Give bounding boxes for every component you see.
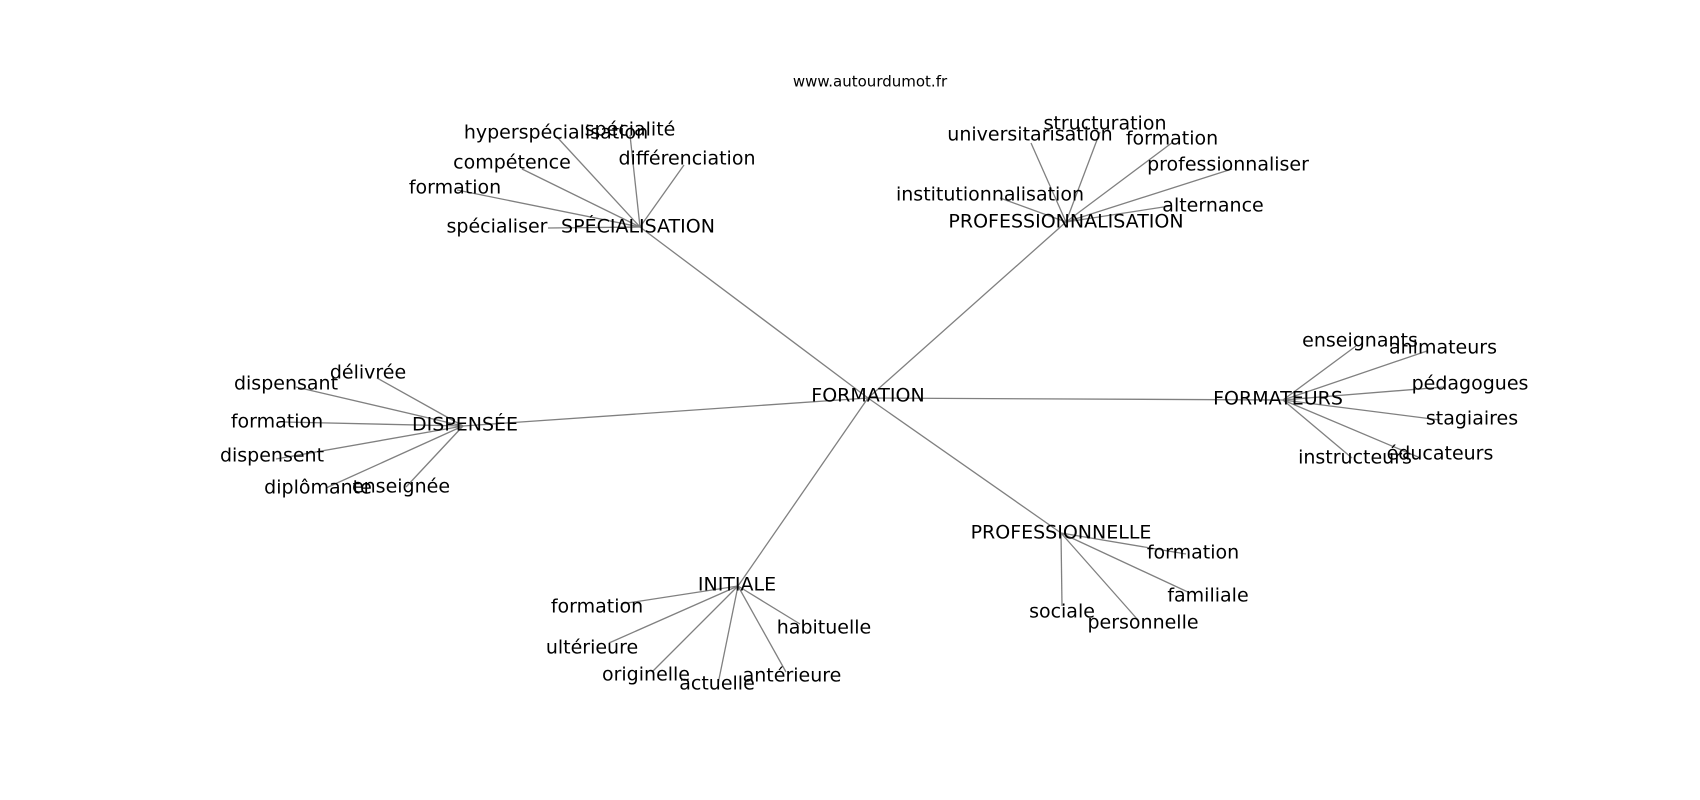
leaf-node-formateurs: stagiaires [1426, 408, 1518, 430]
edge-professionnelle-leaf [1060, 532, 1139, 621]
leaf-node-dispensee: délivrée [330, 362, 406, 384]
leaf-node-initiale: originelle [602, 664, 690, 686]
edge-formateurs-leaf [1282, 345, 1357, 401]
edge-specialisation-leaf [456, 189, 641, 228]
edge-formateurs-leaf [1282, 386, 1445, 401]
edge-professionnalisation-leaf [1030, 142, 1067, 223]
leaf-node-formateurs: instructeurs [1298, 447, 1412, 469]
hub-node-professionnelle: PROFESSIONNELLE [971, 522, 1152, 544]
edge-dispensee-leaf [275, 425, 464, 460]
edge-formateurs-leaf [1282, 399, 1353, 459]
site-credit: www.autourdumot.fr [793, 73, 948, 91]
edge-formation-to-professionnalisation [867, 221, 1067, 399]
leaf-node-specialisation: formation [409, 177, 501, 199]
edge-formation-to-formateurs [867, 397, 1284, 401]
hub-node-formateurs: FORMATEURS [1213, 388, 1343, 410]
edge-specialisation-leaf [639, 164, 685, 228]
leaf-node-dispensee: formation [231, 411, 323, 433]
edge-initiale-leaf [608, 585, 739, 644]
edge-initiale-leaf [651, 585, 739, 673]
leaf-node-formateurs: éducateurs [1387, 443, 1494, 465]
leaf-node-professionnelle: sociale [1029, 601, 1095, 623]
center-node-label: FORMATION [811, 385, 924, 407]
leaf-node-specialisation: hyperspécialisation [464, 122, 648, 144]
edge-professionnelle-leaf [1060, 532, 1191, 594]
edge-professionnalisation-leaf [1065, 168, 1233, 223]
edge-formateurs-leaf [1282, 399, 1419, 458]
leaf-node-dispensee: dispensant [234, 373, 338, 395]
leaf-node-specialisation: compétence [453, 152, 571, 174]
leaf-node-professionnelle: formation [1147, 542, 1239, 564]
leaf-node-professionnalisation: formation [1126, 128, 1218, 150]
leaf-node-professionnelle: familiale [1167, 585, 1248, 607]
edge-dispensee-leaf [325, 425, 464, 489]
edge-initiale-leaf [737, 585, 801, 625]
edge-initiale-leaf [717, 585, 739, 685]
leaf-node-professionnalisation: institutionnalisation [896, 184, 1084, 206]
leaf-node-initiale: antérieure [743, 665, 842, 687]
edge-professionnalisation-leaf [1065, 131, 1101, 223]
edge-professionnelle-leaf [1060, 532, 1187, 555]
edge-formateurs-leaf [1282, 399, 1441, 421]
edge-specialisation-leaf [547, 226, 641, 229]
edge-dispensee-leaf [376, 377, 464, 427]
leaf-node-initiale: formation [551, 596, 643, 618]
graph-edges [275, 131, 1445, 685]
edge-professionnalisation-leaf [1065, 205, 1171, 223]
leaf-node-professionnalisation: universitarisation [947, 124, 1112, 146]
leaf-node-dispensee: enseignée [352, 476, 450, 498]
leaf-node-formateurs: enseignants [1302, 330, 1418, 352]
edge-initiale-leaf [620, 585, 739, 605]
leaf-node-professionnalisation: alternance [1162, 195, 1263, 217]
leaf-node-specialisation: spécialité [585, 119, 676, 141]
leaf-node-specialisation: spécialiser [447, 216, 548, 238]
leaf-node-formateurs: pédagogues [1412, 373, 1529, 395]
edge-dispensee-leaf [405, 425, 464, 488]
edge-formation-to-professionnelle [867, 397, 1062, 534]
leaf-node-initiale: actuelle [679, 673, 755, 695]
edge-formation-to-dispensee [462, 397, 869, 427]
edge-dispensee-leaf [295, 386, 464, 427]
edge-professionnelle-leaf [1060, 532, 1063, 607]
edge-formateurs-leaf [1282, 350, 1428, 401]
leaf-node-initiale: ultérieure [546, 637, 638, 659]
leaf-node-professionnalisation: structuration [1044, 113, 1167, 135]
leaf-node-dispensee: diplômante [264, 477, 372, 499]
leaf-node-professionnelle: personnelle [1087, 612, 1198, 634]
edge-formation-to-initiale [737, 397, 869, 587]
hub-node-professionnalisation: PROFESSIONNALISATION [948, 211, 1183, 233]
leaf-node-specialisation: différenciation [618, 148, 755, 170]
edge-initiale-leaf [737, 585, 787, 673]
edge-professionnalisation-leaf [1065, 141, 1174, 223]
hub-node-dispensee: DISPENSÉE [412, 413, 518, 436]
leaf-node-dispensee: dispensent [220, 445, 324, 467]
leaf-node-formateurs: animateurs [1389, 337, 1497, 359]
leaf-node-initiale: habituelle [777, 617, 871, 639]
hub-node-initiale: INITIALE [698, 574, 776, 596]
edge-specialisation-leaf [629, 134, 641, 228]
leaf-node-professionnalisation: professionnaliser [1147, 154, 1309, 176]
edge-professionnalisation-leaf [999, 197, 1067, 223]
edge-formation-to-specialisation [639, 226, 869, 399]
hub-node-specialisation: SPÉCIALISATION [561, 215, 715, 238]
edge-specialisation-leaf [556, 136, 641, 228]
graph-labels: FORMATION SPÉCIALISATION hyperspécialisati… [220, 113, 1528, 695]
edge-dispensee-leaf [283, 421, 464, 427]
edge-specialisation-leaf [521, 168, 641, 228]
